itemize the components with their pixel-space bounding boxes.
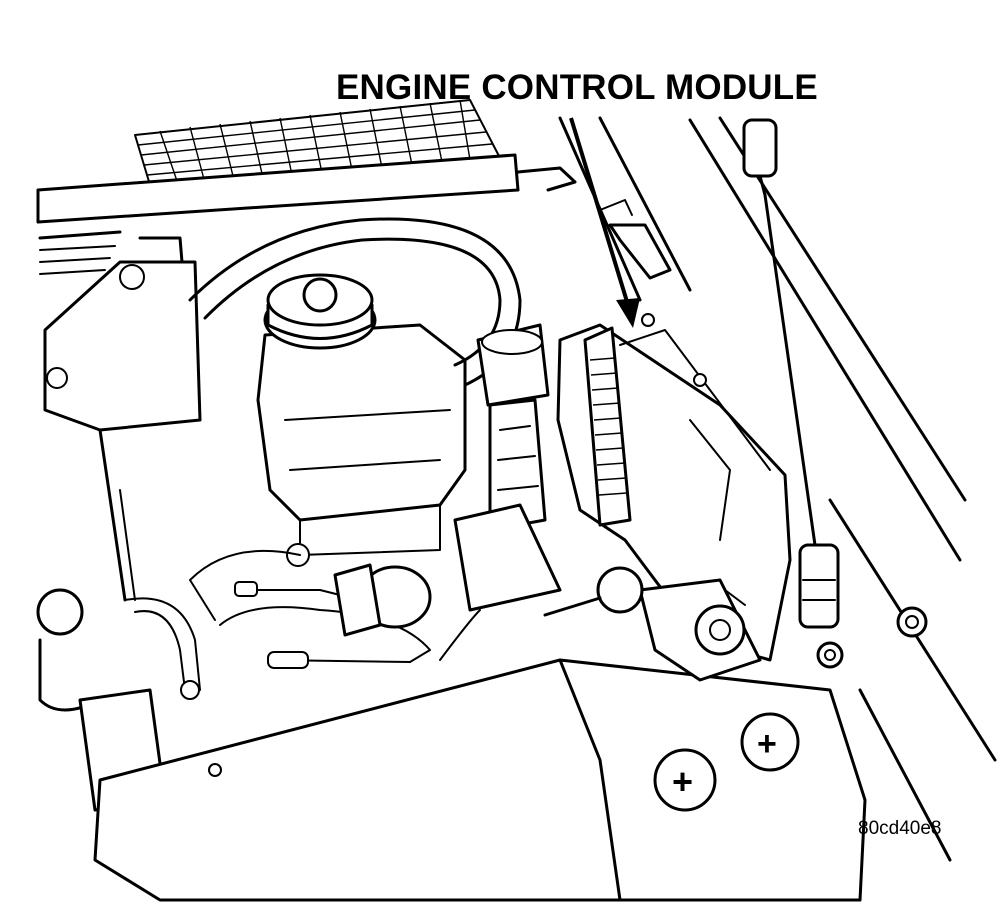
engine-control-module <box>556 313 792 662</box>
terminal-plus-symbol-left: + <box>672 761 693 802</box>
front-cap <box>333 563 432 637</box>
hood-prop-rod <box>742 118 840 629</box>
engine-control-module-label: ENGINE CONTROL MODULE <box>336 68 818 107</box>
callout-arrow <box>569 117 640 328</box>
cowl-panel <box>36 153 577 275</box>
figure-code: 80cd40e8 <box>858 818 942 839</box>
battery: + + <box>93 658 867 902</box>
ecm-connector <box>599 199 672 280</box>
center-components <box>453 323 562 612</box>
master-cylinder-reservoir <box>256 273 467 567</box>
bolts <box>816 606 928 669</box>
strut-bracket <box>43 236 202 602</box>
terminal-plus-symbol-right: + <box>757 725 777 763</box>
brake-lines <box>124 549 481 700</box>
battery-clamp <box>543 566 762 682</box>
